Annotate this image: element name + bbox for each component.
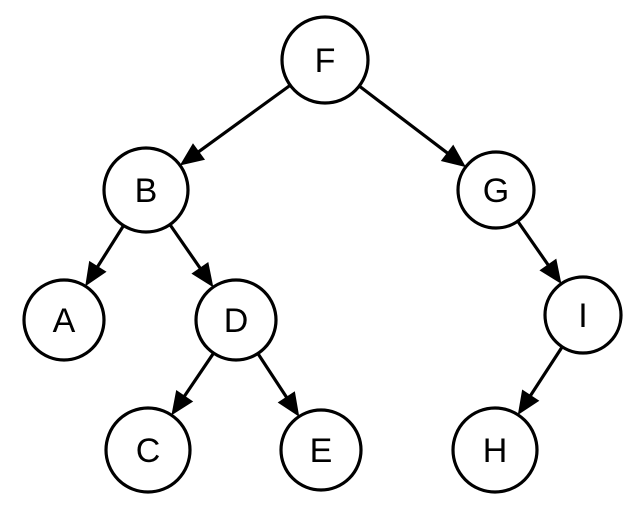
- tree-node-d[interactable]: D: [194, 278, 278, 362]
- node-circle[interactable]: [104, 406, 192, 494]
- edge-line: [93, 225, 125, 273]
- tree-node-e[interactable]: E: [279, 408, 363, 492]
- node-circle[interactable]: [279, 408, 363, 492]
- arrowhead-icon: [277, 391, 300, 417]
- edge-line: [169, 224, 205, 275]
- tree-node-g[interactable]: G: [456, 150, 536, 230]
- tree-edge-g-i: [516, 221, 562, 285]
- tree-edge-f-b: [179, 84, 291, 166]
- node-circle[interactable]: [194, 278, 278, 362]
- nodes-layer: F B G A D I C E H: [22, 15, 623, 494]
- tree-edge-i-h: [517, 346, 564, 416]
- node-label: H: [483, 432, 508, 470]
- node-label: B: [135, 172, 158, 210]
- tree-edge-d-c: [171, 353, 215, 416]
- tree-node-c[interactable]: C: [104, 406, 192, 494]
- node-label: G: [483, 172, 509, 210]
- node-label: A: [53, 302, 76, 340]
- tree-edge-b-a: [85, 225, 125, 287]
- edge-line: [516, 221, 553, 271]
- node-label: D: [224, 302, 249, 340]
- edges-layer: [85, 84, 564, 417]
- node-circle[interactable]: [280, 15, 370, 105]
- tree-node-f[interactable]: F: [280, 15, 370, 105]
- arrowhead-icon: [85, 260, 107, 287]
- tree-edge-b-d: [169, 224, 214, 288]
- arrowhead-icon: [171, 390, 194, 416]
- node-circle[interactable]: [456, 150, 536, 230]
- arrowhead-icon: [191, 261, 214, 288]
- tree-edge-f-g: [359, 85, 466, 168]
- node-label: F: [315, 42, 336, 80]
- arrowhead-icon: [517, 389, 540, 416]
- arrowhead-icon: [440, 144, 466, 168]
- edge-line: [525, 346, 564, 402]
- tree-node-a[interactable]: A: [22, 278, 106, 362]
- node-circle[interactable]: [543, 275, 623, 355]
- tree-node-b[interactable]: B: [102, 146, 190, 234]
- node-circle[interactable]: [22, 278, 106, 362]
- edge-line: [359, 85, 454, 158]
- node-circle[interactable]: [102, 146, 190, 234]
- arrowhead-icon: [179, 143, 206, 166]
- edge-line: [257, 353, 292, 404]
- edge-line: [179, 353, 215, 403]
- node-label: I: [578, 297, 587, 335]
- node-circle[interactable]: [451, 406, 539, 494]
- node-label: E: [310, 432, 333, 470]
- tree-node-i[interactable]: I: [543, 275, 623, 355]
- node-label: C: [136, 432, 161, 470]
- tree-node-h[interactable]: H: [451, 406, 539, 494]
- edge-line: [192, 84, 291, 157]
- tree-edge-d-e: [257, 353, 300, 417]
- arrowhead-icon: [539, 258, 562, 285]
